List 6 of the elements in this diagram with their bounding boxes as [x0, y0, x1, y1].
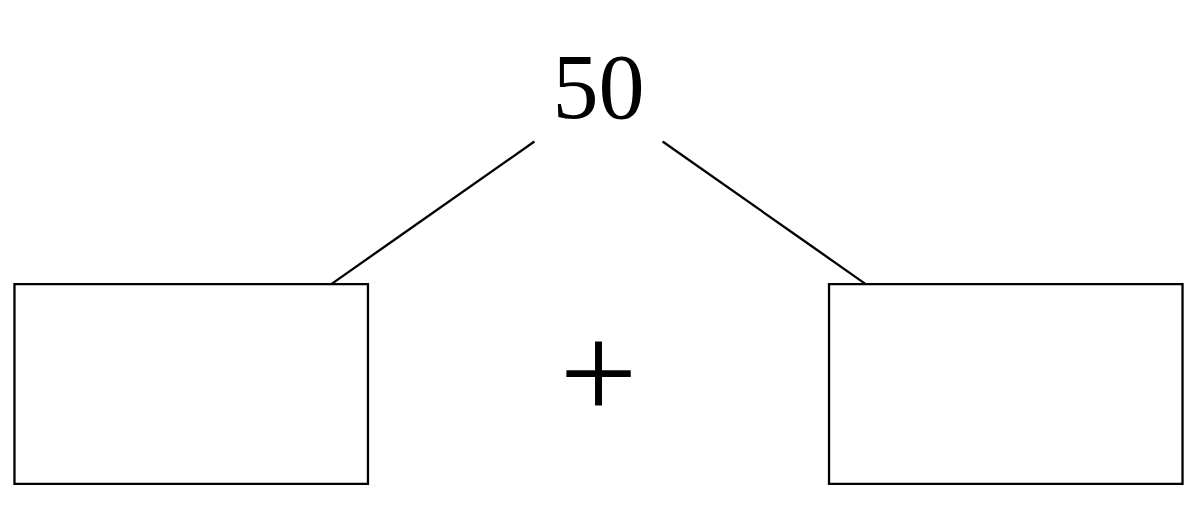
- node-box: [13, 282, 370, 485]
- node-box: [827, 282, 1184, 485]
- connector: [661, 140, 866, 285]
- label: +: [559, 295, 638, 449]
- node-text: 50: [552, 36, 645, 139]
- connector: [331, 140, 536, 285]
